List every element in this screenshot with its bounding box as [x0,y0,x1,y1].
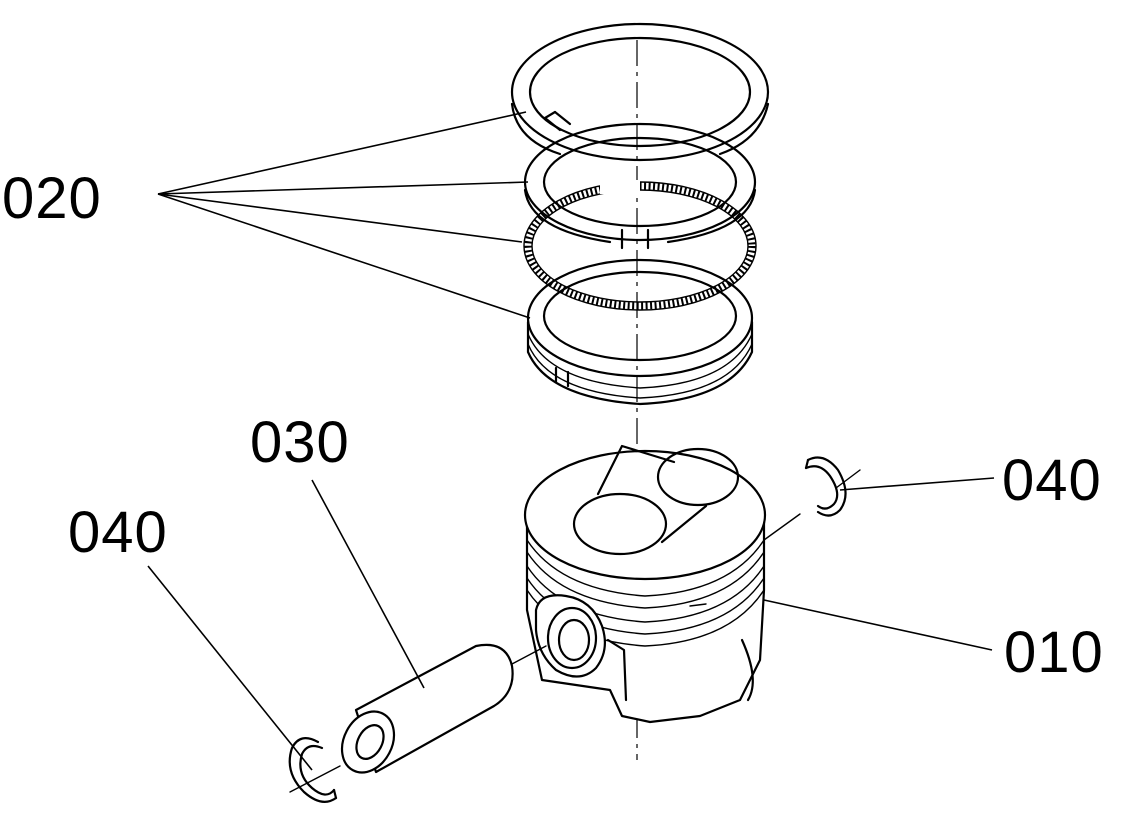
pin-axis-mid [511,645,547,665]
callout-010-piston: 010 [1004,620,1104,685]
oil-control-ring [526,258,754,406]
piston-pin [340,643,514,774]
expander-spring [523,180,757,311]
leader-010 [763,599,993,651]
callout-020-piston-rings: 020 [2,166,102,231]
leader-030 [311,479,425,689]
pin-axis-far-right [835,469,861,489]
pin-axis-right [763,513,801,541]
leader-040-right [839,477,995,491]
leader-020-oilring [157,193,531,319]
circlip-left [288,737,338,803]
top-compression-ring [510,22,770,162]
callout-030-piston-pin: 030 [250,410,350,475]
leader-020-ring2 [157,181,529,195]
pin-axis-left [289,765,341,793]
circlip-right [804,456,847,517]
callout-040-circlip-left: 040 [68,500,168,565]
piston [523,444,767,724]
callout-040-circlip-right: 040 [1002,448,1102,513]
leader-020-ring1 [157,111,527,195]
leader-020-spring [157,193,523,243]
leader-lines [147,111,995,771]
leader-040-left [147,565,313,771]
